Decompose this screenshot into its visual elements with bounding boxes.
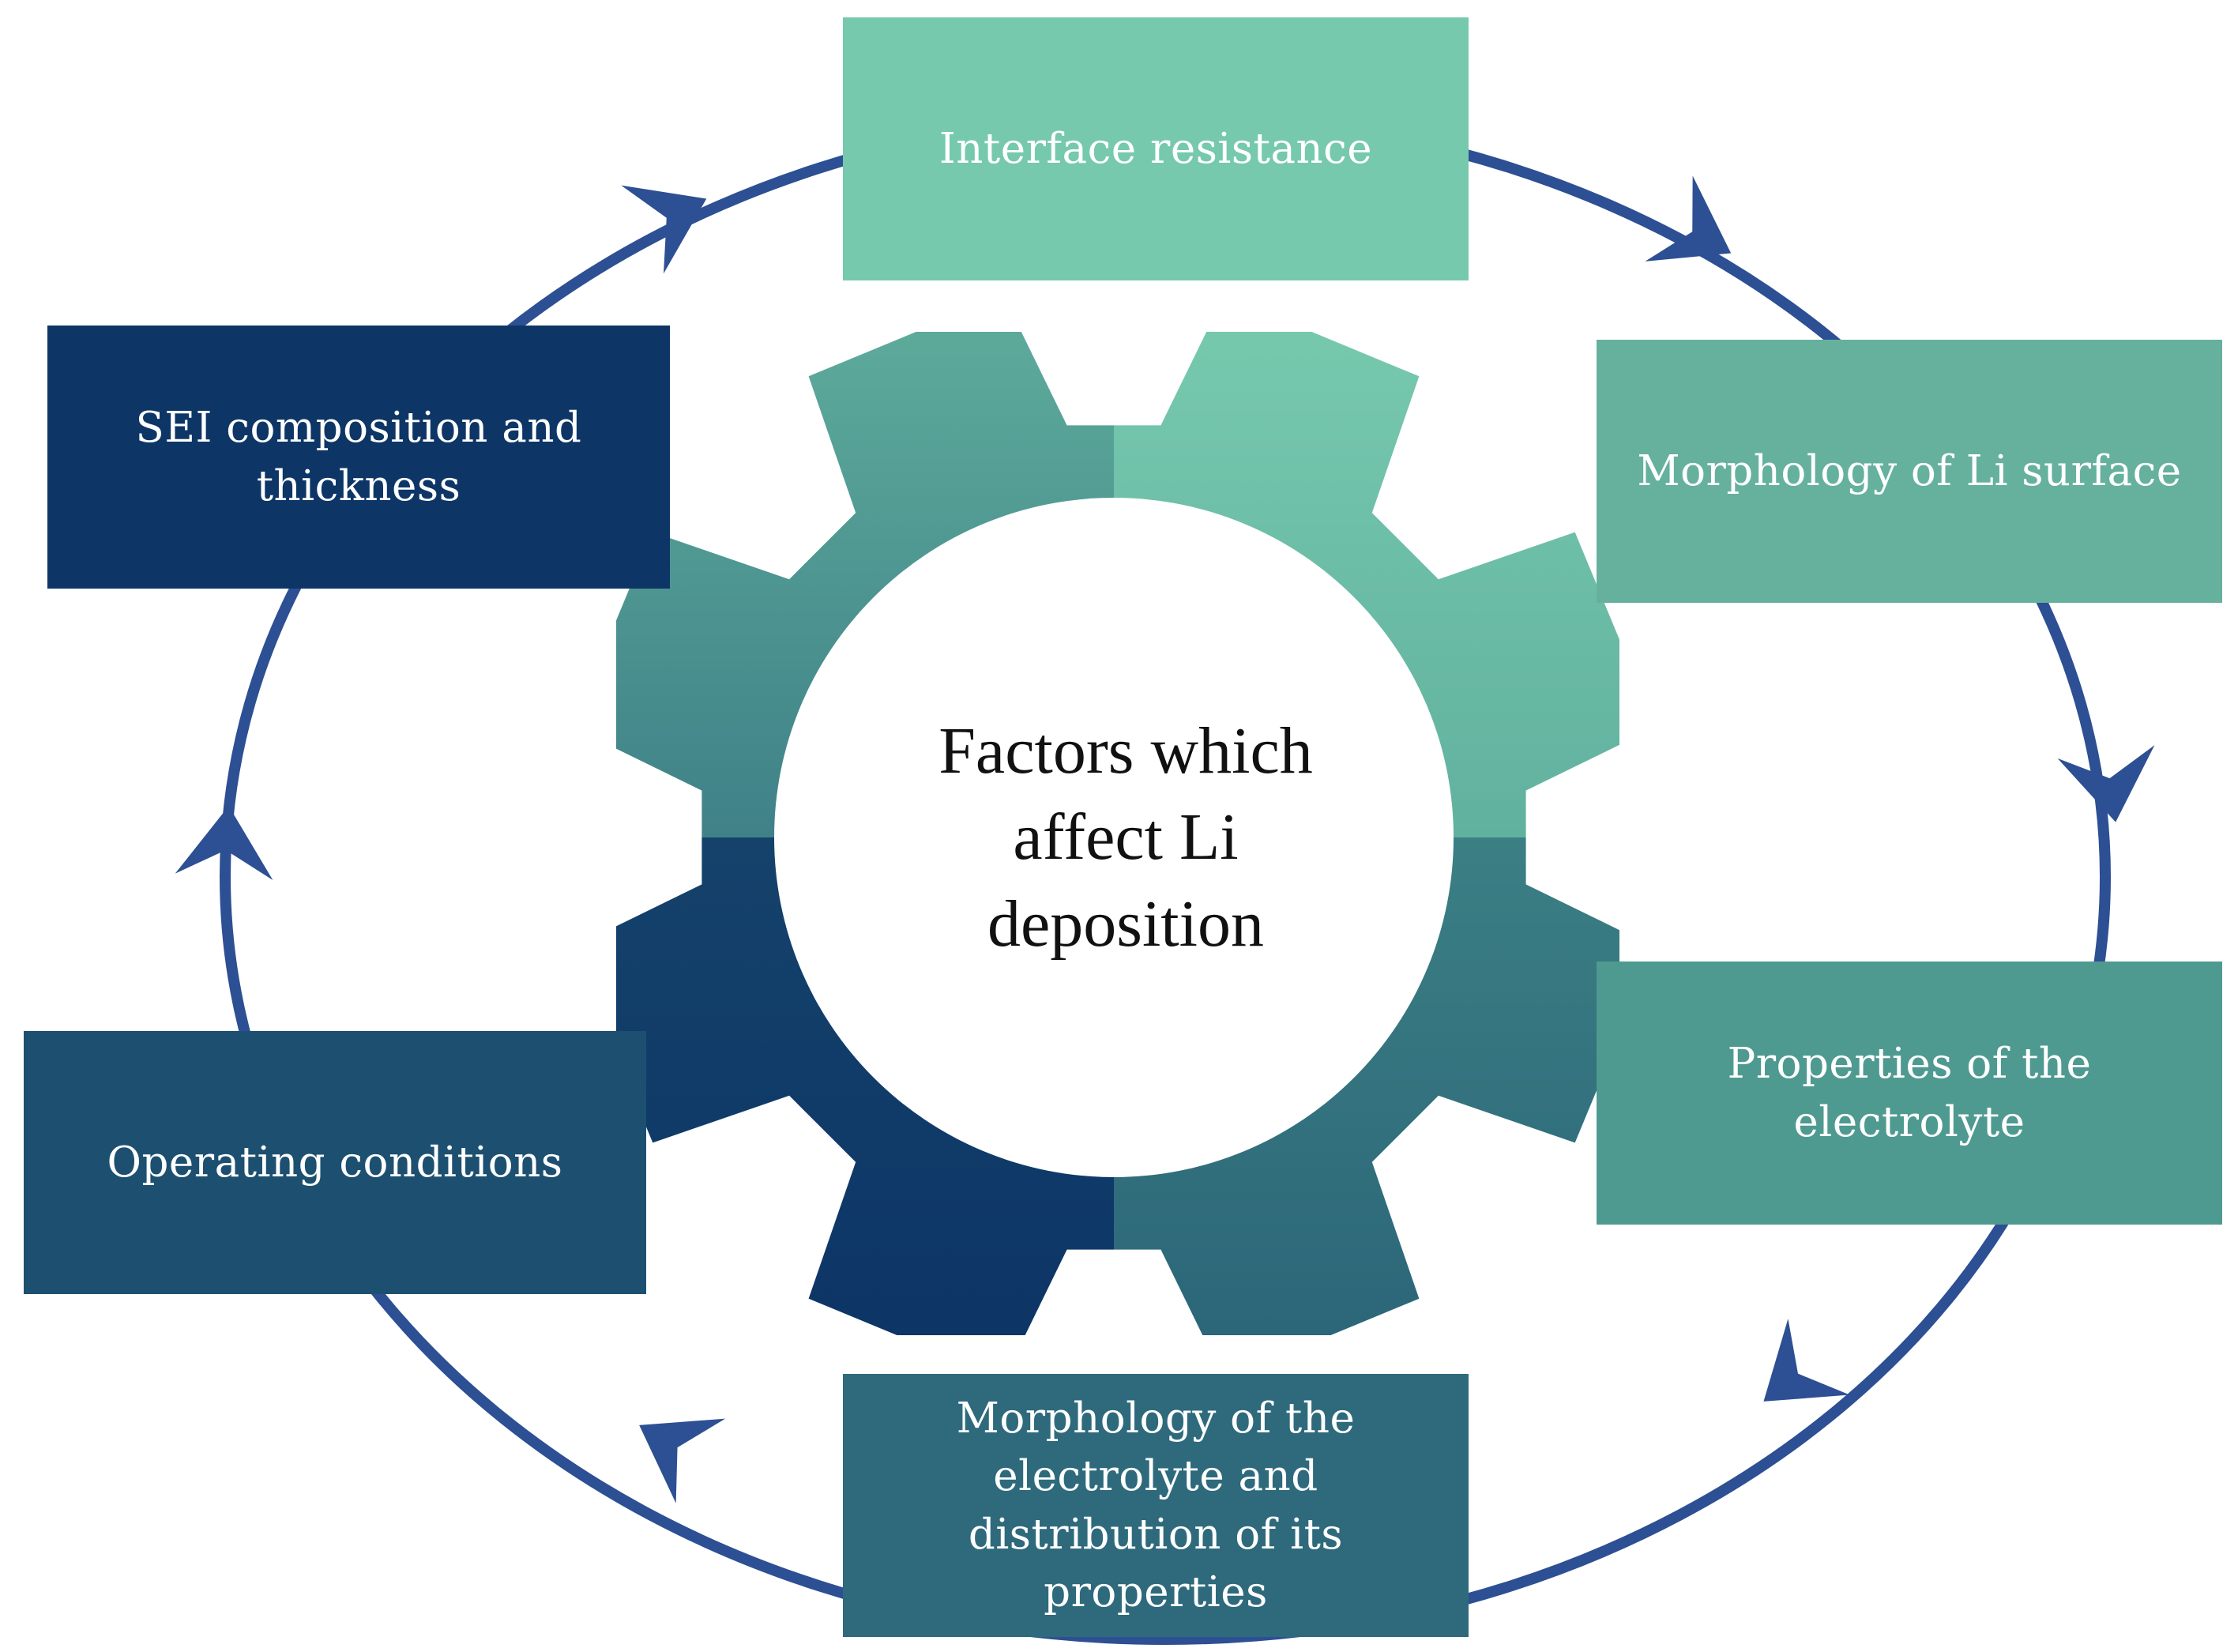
factor-box-properties-electrolyte: Properties of the electrolyte [1597,961,2222,1225]
cycle-arrow-top-right-icon [1645,175,1732,262]
factor-box-morphology-electrolyte: Morphology of the electrolyte and distri… [843,1374,1469,1637]
cycle-arrow-bottom-left-icon [639,1418,726,1503]
factor-box-operating-conditions: Operating conditions [24,1031,646,1294]
cycle-arrow-group [175,175,2155,1503]
factor-box-sei-composition: SEI composition and thickness [47,326,670,589]
cycle-arrow-right-icon [2057,745,2155,822]
factor-box-interface-resistance: Interface resistance [843,17,1469,280]
gear-center-disc [774,498,1454,1177]
center-title: Factors which affect Li deposition [938,714,1313,961]
cycle-arrow-left-icon [175,806,273,881]
cycle-arrow-top-left-icon [621,185,707,274]
cycle-arrow-bottom-right-icon [1763,1319,1850,1402]
gear-icon [616,332,1619,1335]
factor-box-morphology-li-surface: Morphology of Li surface [1597,340,2222,603]
